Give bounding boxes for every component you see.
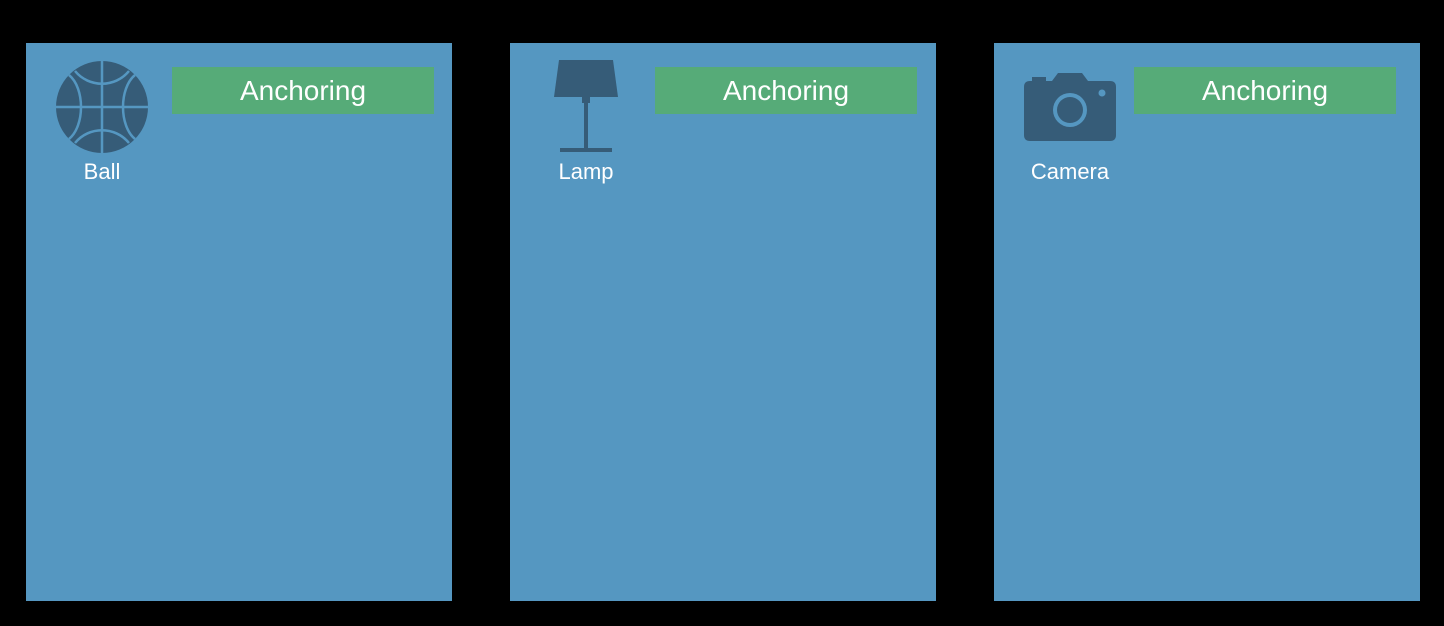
anchoring-badge-ball: Anchoring <box>172 67 434 114</box>
anchoring-badge-camera: Anchoring <box>1134 67 1396 114</box>
panel-camera: Camera Anchoring <box>994 43 1420 601</box>
anchoring-badge-lamp: Anchoring <box>655 67 917 114</box>
lamp-icon <box>552 59 620 155</box>
panel-lamp: Lamp Anchoring <box>510 43 936 601</box>
panel-ball: Ball Anchoring <box>26 43 452 601</box>
ball-label: Ball <box>83 159 121 184</box>
camera-icon <box>1022 73 1118 141</box>
lamp-label: Lamp <box>558 159 614 184</box>
camera-label: Camera <box>1030 159 1110 184</box>
basketball-icon <box>55 60 149 154</box>
